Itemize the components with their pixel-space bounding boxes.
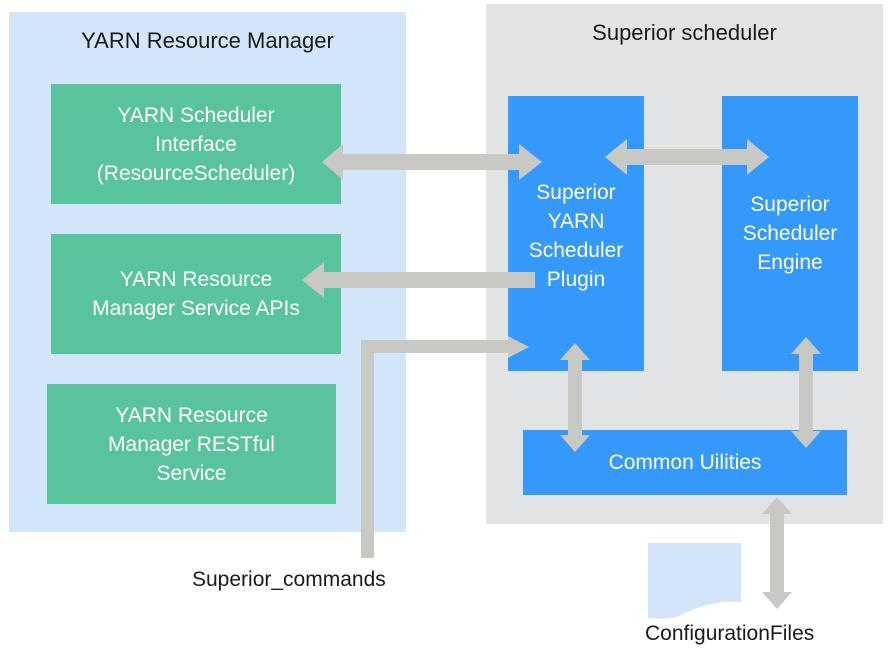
- yarn-service-apis-box: YARN Resource Manager Service APIs: [51, 234, 341, 354]
- superior-scheduler-engine-box: Superior Scheduler Engine: [722, 96, 858, 371]
- yarn-restful-service-label: YARN Resource Manager RESTful Service: [108, 403, 275, 485]
- yarn-service-apis-label: YARN Resource Manager Service APIs: [92, 268, 300, 320]
- engine-common-bidirectional-arrow: [791, 337, 821, 448]
- yarn-resource-manager-title: YARN Resource Manager: [81, 28, 334, 53]
- yarn-restful-service-box: YARN Resource Manager RESTful Service: [47, 384, 336, 504]
- superior-scheduler-engine-label: Superior Scheduler Engine: [742, 193, 838, 274]
- interface-plugin-bidirectional-arrow: [322, 144, 542, 180]
- plugin-to-service-apis-arrow: [302, 262, 535, 298]
- superior-scheduler-title: Superior scheduler: [592, 20, 777, 45]
- common-config-bidirectional-arrow: [762, 497, 792, 609]
- superior-yarn-scheduler-plugin-box: Superior YARN Scheduler Plugin: [508, 96, 644, 371]
- plugin-engine-bidirectional-arrow: [605, 139, 769, 175]
- yarn-scheduler-interface-box: YARN Scheduler Interface (ResourceSchedu…: [51, 84, 341, 204]
- configuration-files-label: ConfigurationFiles: [645, 622, 815, 645]
- plugin-common-bidirectional-arrow: [560, 343, 590, 452]
- superior-commands-label: Superior_commands: [192, 568, 386, 591]
- superior-yarn-scheduler-plugin-label: Superior YARN Scheduler Plugin: [528, 181, 624, 291]
- yarn-scheduler-interface-label: YARN Scheduler Interface (ResourceSchedu…: [96, 103, 296, 185]
- common-utilities-label: Common Uilities: [608, 451, 762, 474]
- document-icon: [648, 543, 741, 619]
